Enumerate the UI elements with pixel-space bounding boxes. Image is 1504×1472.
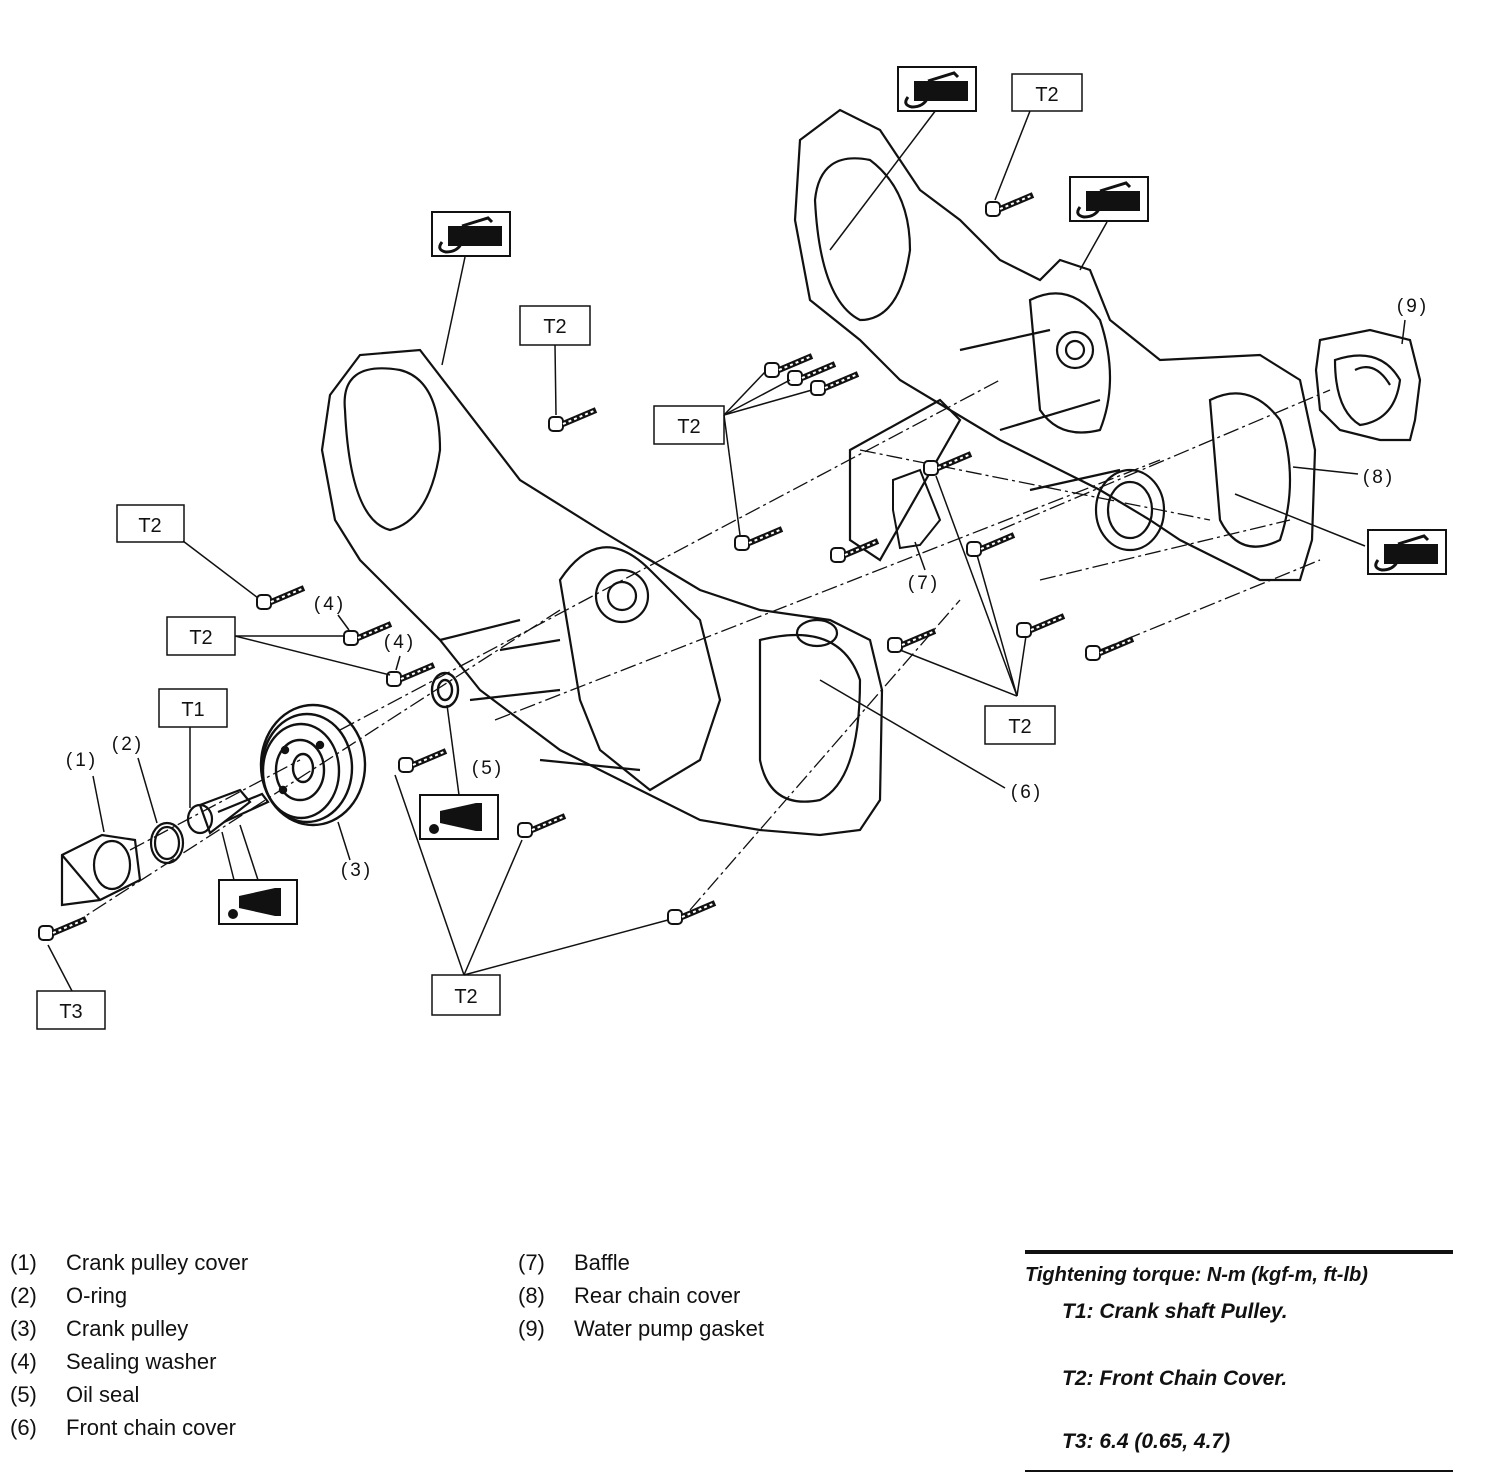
legend-item: (5) Oil seal: [10, 1378, 248, 1411]
callout-box: [36, 990, 106, 1030]
legend-label: Crank pulley cover: [66, 1250, 249, 1275]
callout-box: [431, 974, 501, 1016]
part-number-label: (4): [314, 594, 346, 615]
exploded-parts-diagram: T2 T2 T2 T2 T2 T1 T2 T2 T3 (1) (2) (3) (…: [0, 65, 1448, 1030]
legend-item: (1) Crank pulley cover: [10, 1246, 248, 1279]
callout-label: T2: [1035, 84, 1058, 106]
part-number-label: (6): [1011, 782, 1043, 803]
bolt: [257, 588, 304, 609]
bolt: [888, 631, 935, 652]
o-ring: [149, 821, 185, 865]
callout-box: [653, 405, 725, 445]
bolt: [39, 919, 86, 940]
callout-box: [1011, 73, 1083, 112]
part-number-label: (7): [908, 573, 940, 594]
bolt: [986, 195, 1033, 216]
legend-number: (1): [10, 1250, 37, 1275]
part-number-label: (2): [112, 734, 144, 755]
callout-label: T2: [543, 316, 566, 338]
torque-heading: Tightening torque: N-m (kgf-m, ft-lb): [1025, 1264, 1368, 1286]
callout-label: T3: [59, 1001, 82, 1023]
legend-label: Oil seal: [66, 1382, 140, 1407]
legend-number: (5): [10, 1382, 37, 1407]
torque-spec-t3: T3: 6.4 (0.65, 4.7): [1062, 1430, 1231, 1453]
bolt: [967, 535, 1014, 556]
oil-apply-icon: [419, 794, 499, 840]
legend-item: (7) Baffle: [518, 1246, 764, 1279]
crank-pulley-cover: [60, 833, 142, 907]
callout-box: [158, 688, 228, 728]
callout-box: [116, 504, 185, 543]
callout-label: T2: [677, 416, 700, 438]
legend-label: Water pump gasket: [574, 1316, 764, 1341]
bolt: [1086, 639, 1133, 660]
legend-number: (7): [518, 1250, 545, 1275]
parts-legend-left: (1) Crank pulley cover (2) O-ring (3) Crank…: [10, 1246, 248, 1444]
bolt: [387, 665, 434, 686]
part-number-label: (1): [66, 750, 98, 771]
part-number-label: (8): [1363, 467, 1395, 488]
bolt: [1017, 616, 1064, 637]
legend-item: (6) Front chain cover: [10, 1411, 248, 1444]
legend-item: (2) O-ring: [10, 1279, 248, 1312]
legend-item: (3) Crank pulley: [10, 1312, 248, 1345]
legend-label: Sealing washer: [66, 1349, 217, 1374]
oil-seal: [430, 671, 460, 709]
torque-spec-t1: T1: Crank shaft Pulley.: [1062, 1300, 1288, 1323]
crank-pulley: [259, 703, 367, 827]
oil-apply-icon: [218, 879, 298, 925]
callout-label: T2: [454, 986, 477, 1008]
part-number-label: (4): [384, 632, 416, 653]
liquid-gasket-icon: [896, 65, 978, 113]
callout-box: [166, 616, 236, 656]
liquid-gasket-icon: [1366, 528, 1448, 576]
bolt: [399, 751, 446, 772]
rear-chain-cover: [793, 108, 1317, 582]
legend-label: Crank pulley: [66, 1316, 189, 1341]
part-number-label: (9): [1397, 296, 1429, 317]
legend-number: (8): [518, 1283, 545, 1308]
parts-legend-right: (7) Baffle (8) Rear chain cover (9) Water p…: [518, 1246, 764, 1345]
callout-label: T2: [138, 515, 161, 537]
callout-box: [519, 305, 591, 346]
legend-label: Rear chain cover: [574, 1283, 741, 1308]
bolt: [924, 454, 971, 475]
part-number-label: (5): [472, 758, 504, 779]
bolt: [735, 529, 782, 550]
part-number-label: (3): [341, 860, 373, 881]
liquid-gasket-icon: [1068, 175, 1150, 223]
callout-label: T1: [181, 699, 204, 721]
torque-spec-t2: T2: Front Chain Cover.: [1062, 1367, 1288, 1390]
callout-label: T2: [1008, 716, 1031, 738]
legend-number: (2): [10, 1283, 37, 1308]
bolt: [668, 903, 715, 924]
legend-label: Baffle: [574, 1250, 630, 1275]
liquid-gasket-icon: [430, 210, 512, 258]
crank-pulley-bolt: [186, 788, 270, 835]
torque-specs: Tightening torque: N-m (kgf-m, ft-lb) T1…: [1025, 1250, 1453, 1472]
callout-box: [984, 705, 1056, 745]
bolt: [518, 816, 565, 837]
bolt: [811, 374, 858, 395]
front-chain-cover: [320, 348, 884, 837]
legend-number: (9): [518, 1316, 545, 1341]
legend-item: (4) Sealing washer: [10, 1345, 248, 1378]
leader-lines: [47, 109, 1406, 992]
legend-number: (3): [10, 1316, 37, 1341]
legend-number: (4): [10, 1349, 37, 1374]
water-pump-gasket: [1314, 328, 1422, 442]
legend-item: (9) Water pump gasket: [518, 1312, 764, 1345]
legend-label: Front chain cover: [66, 1415, 236, 1440]
legend-number: (6): [10, 1415, 37, 1440]
legend-label: O-ring: [66, 1283, 128, 1308]
callout-label: T2: [189, 627, 212, 649]
center-lines: [69, 379, 1331, 927]
legend-item: (8) Rear chain cover: [518, 1279, 764, 1312]
baffle: [892, 468, 942, 550]
